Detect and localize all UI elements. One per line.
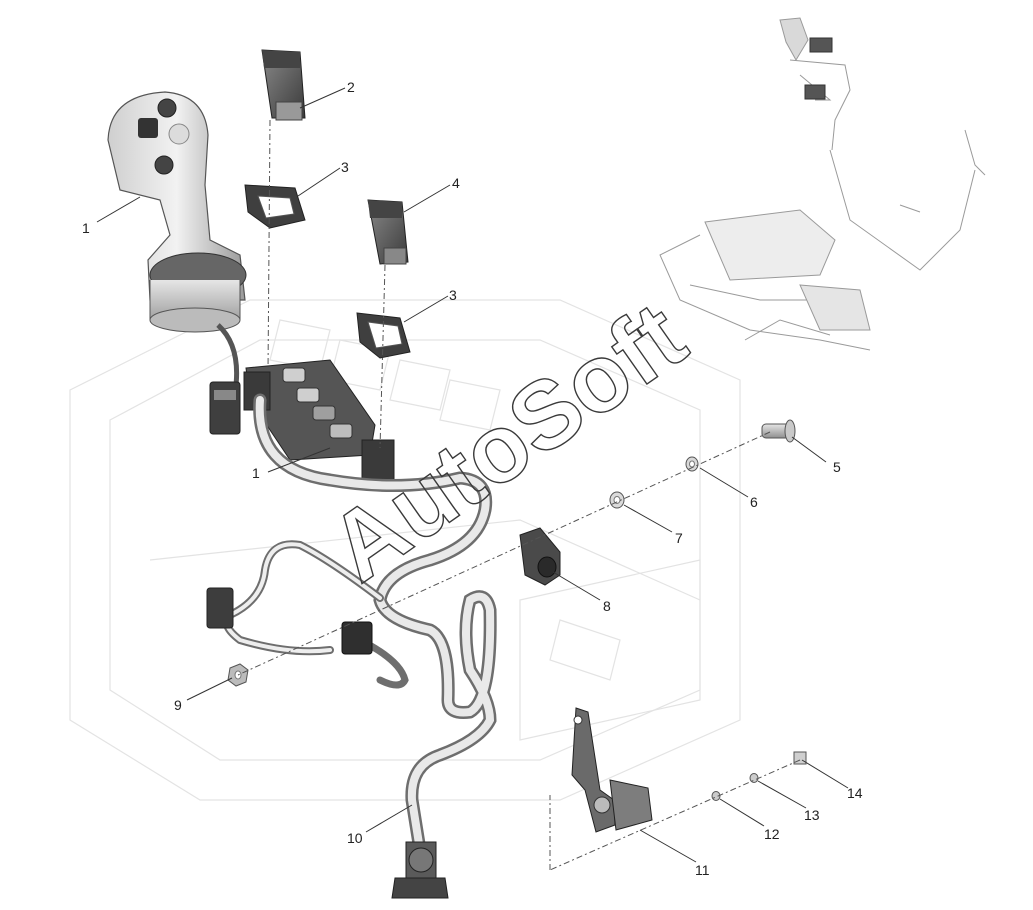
callout-10: 10 <box>347 830 363 846</box>
callout-5: 5 <box>833 459 841 475</box>
callout-3: 3 <box>341 159 349 175</box>
mount-part <box>519 527 561 586</box>
callout-8: 8 <box>603 598 611 614</box>
callout-11: 11 <box>695 862 710 878</box>
switch-part-second <box>367 199 409 265</box>
callout-4: 4 <box>452 175 460 191</box>
callout-labels: 1 2 3 4 3 1 5 6 7 8 9 10 11 12 13 14 <box>82 79 863 878</box>
bezel-part <box>244 184 306 229</box>
washer-part-second <box>609 491 625 509</box>
assembly-axis-lines <box>237 119 801 871</box>
overview-inset-diagram <box>659 17 986 351</box>
callout-6: 6 <box>750 494 758 510</box>
callout-12: 12 <box>764 826 780 842</box>
switch-panel-part <box>243 359 395 481</box>
callout-1: 1 <box>82 220 90 236</box>
callout-7: 7 <box>675 530 683 546</box>
wiring-harness-part <box>222 393 497 857</box>
bolt-part <box>761 419 796 443</box>
bracket-sensor-part <box>571 707 653 833</box>
washer-part-small-second <box>749 773 759 783</box>
joystick-part <box>107 91 247 435</box>
harness-connectors <box>206 587 449 899</box>
callout-2: 2 <box>347 79 355 95</box>
washer-part <box>685 456 699 472</box>
callout-9: 9 <box>174 697 182 713</box>
callout-3-second: 3 <box>449 287 457 303</box>
callout-13: 13 <box>804 807 820 823</box>
leader-lines <box>96 87 849 863</box>
callout-1-second: 1 <box>252 465 260 481</box>
callout-14: 14 <box>847 785 863 801</box>
switch-part <box>261 49 306 121</box>
